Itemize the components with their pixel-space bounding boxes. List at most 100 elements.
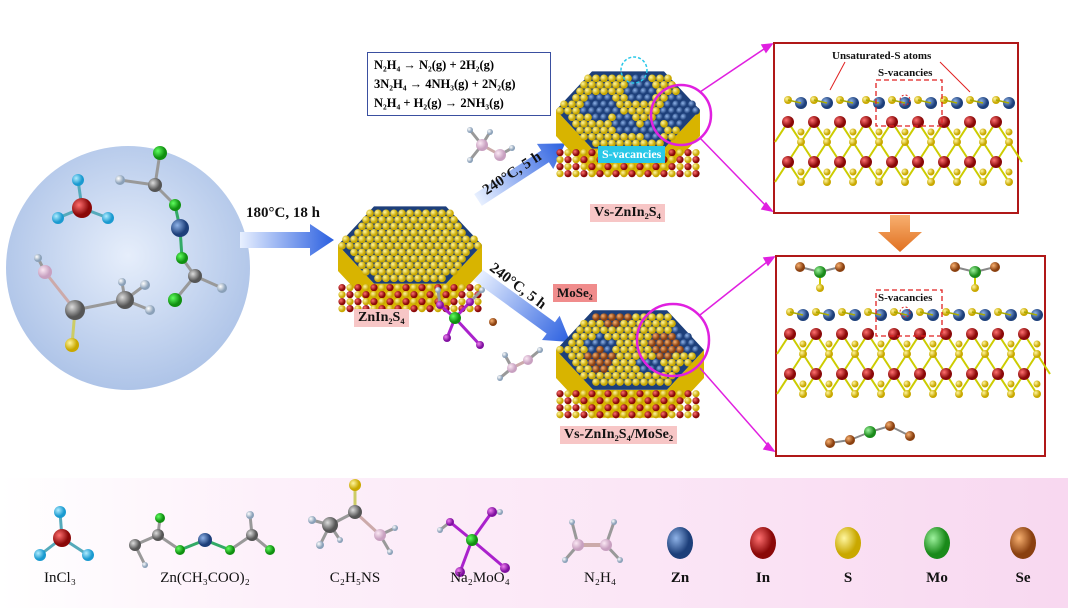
plate-atom — [596, 371, 604, 380]
atom — [950, 262, 960, 272]
plate-atom — [410, 216, 418, 224]
atom — [834, 156, 846, 168]
atom — [782, 156, 794, 168]
plate-top — [338, 206, 482, 284]
plate-atom — [604, 358, 612, 367]
plate-atom — [592, 113, 600, 122]
plate-atom — [446, 248, 454, 257]
plate-atom — [426, 242, 434, 250]
plate-atom — [386, 242, 394, 250]
plate-atom — [664, 100, 672, 109]
plate-atom — [672, 365, 680, 373]
atom — [148, 178, 162, 192]
atom — [1005, 178, 1013, 186]
plate-atom — [572, 345, 580, 354]
plate-atom — [394, 255, 402, 263]
atom — [940, 368, 952, 380]
atom — [929, 350, 937, 358]
atom — [246, 511, 254, 519]
plate-atom — [640, 100, 648, 109]
plate-atom — [648, 87, 656, 96]
atom — [981, 350, 989, 358]
atom — [346, 291, 354, 299]
plate-atom — [668, 120, 676, 128]
atom — [964, 116, 976, 128]
plate-atom — [378, 216, 386, 224]
atom — [129, 539, 141, 551]
atom — [684, 390, 692, 398]
plate-atom — [358, 222, 366, 231]
plate-atom — [632, 74, 640, 83]
atom — [338, 284, 346, 292]
atom — [644, 163, 652, 171]
atom — [886, 156, 898, 168]
vacancy-box-top — [875, 79, 943, 127]
plate-atom — [604, 371, 612, 380]
plate-atom — [580, 133, 588, 141]
plate-atom — [592, 139, 600, 148]
plate-atom — [438, 235, 446, 244]
plate-atom — [608, 339, 616, 347]
atom — [466, 291, 474, 299]
plate-atom — [402, 255, 410, 263]
plate-atom — [556, 107, 564, 115]
atom — [692, 149, 700, 157]
atom — [955, 340, 963, 348]
atom — [823, 178, 831, 186]
plate-atom — [442, 242, 450, 250]
atom — [652, 404, 660, 412]
atom — [992, 328, 1004, 340]
atom — [1007, 340, 1015, 348]
plate-atom — [664, 339, 672, 347]
atom — [938, 116, 950, 128]
plate-atom — [466, 242, 474, 250]
atom — [572, 149, 580, 157]
plate-atom — [608, 365, 616, 373]
plate-atom — [584, 126, 592, 135]
atom — [346, 305, 354, 313]
plate-atom — [652, 81, 660, 89]
atom — [402, 298, 410, 306]
atom — [888, 328, 900, 340]
atom — [927, 178, 935, 186]
atom — [435, 287, 441, 293]
plate-atom — [644, 81, 652, 89]
plate-atom — [640, 139, 648, 148]
plate-atom — [628, 332, 636, 341]
atom — [502, 352, 508, 358]
plate-atom — [588, 371, 596, 380]
plate-atom — [338, 242, 346, 250]
plate-atom — [628, 133, 636, 141]
arrow-lower — [473, 269, 571, 343]
atom — [564, 390, 572, 398]
atom — [418, 284, 426, 292]
plate-atom — [692, 107, 700, 115]
plate-atom — [398, 248, 406, 257]
plate-atom — [398, 274, 406, 283]
plate-atom — [430, 209, 438, 218]
plate-atom — [684, 332, 692, 341]
plate-atom — [624, 326, 632, 334]
atom — [652, 390, 660, 398]
plate-atom — [386, 255, 394, 263]
atom — [487, 129, 493, 135]
atom — [354, 284, 362, 292]
plate-atom — [656, 100, 664, 109]
plate-atom — [632, 87, 640, 96]
plate-atom — [664, 113, 672, 122]
atom — [644, 390, 652, 398]
plate-atom — [394, 216, 402, 224]
plate-atom — [462, 235, 470, 244]
atom — [966, 368, 978, 380]
atom — [668, 390, 676, 398]
atom — [604, 411, 612, 419]
atom — [458, 291, 466, 299]
atom — [346, 298, 354, 306]
plate-atom — [620, 120, 628, 128]
legend-label-thioacetamide: C₂H₅NS — [329, 570, 381, 586]
atom — [198, 533, 212, 547]
atom — [418, 298, 426, 306]
plate-atom — [616, 378, 624, 386]
plate-atom — [458, 242, 466, 250]
atom — [455, 567, 465, 577]
